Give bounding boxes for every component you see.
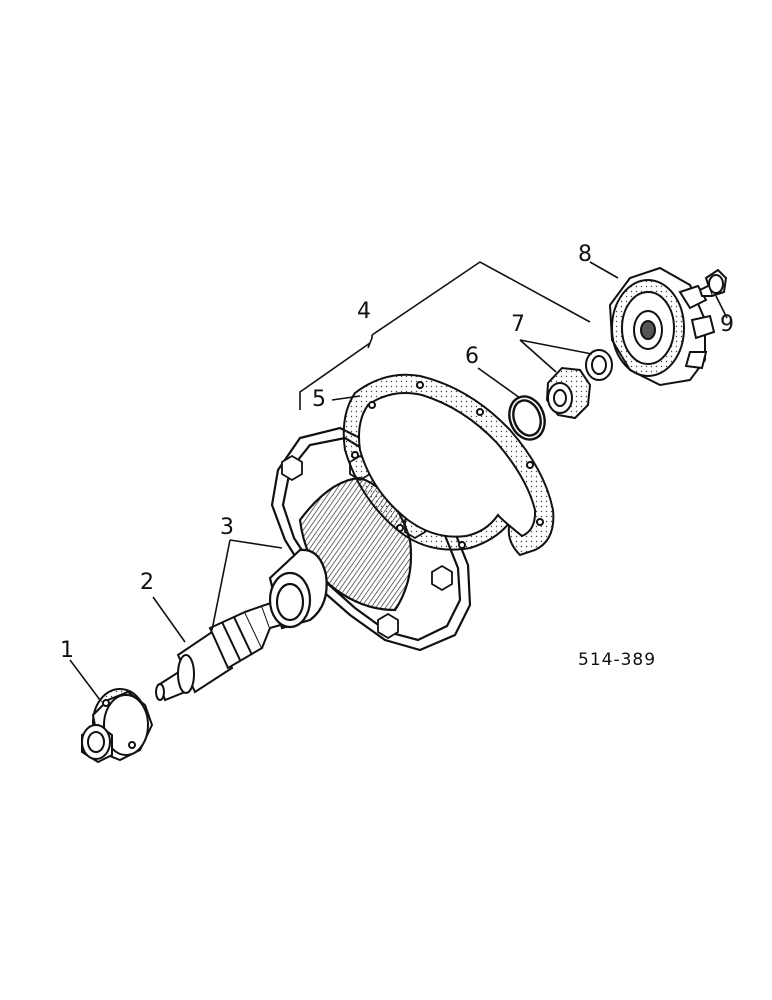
gasket-part-5 bbox=[342, 373, 555, 557]
callout-6: 6 bbox=[465, 344, 479, 369]
callout-1: 1 bbox=[60, 638, 74, 663]
hub-part-1 bbox=[81, 688, 154, 764]
seal-washer-part-7 bbox=[545, 349, 613, 420]
callout-2: 2 bbox=[140, 570, 154, 595]
callout-3: 3 bbox=[220, 515, 234, 540]
callout-7: 7 bbox=[511, 312, 525, 337]
impeller-part-8 bbox=[608, 266, 716, 387]
callout-4: 4 bbox=[357, 299, 371, 324]
figure-code: 514-389 bbox=[578, 650, 657, 670]
callout-9: 9 bbox=[720, 312, 734, 337]
plug-part-9 bbox=[698, 268, 728, 298]
callout-8: 8 bbox=[578, 242, 592, 267]
callout-5: 5 bbox=[312, 387, 326, 412]
leader-lines bbox=[69, 261, 728, 701]
shaft-bearing-part-2 bbox=[155, 598, 286, 702]
